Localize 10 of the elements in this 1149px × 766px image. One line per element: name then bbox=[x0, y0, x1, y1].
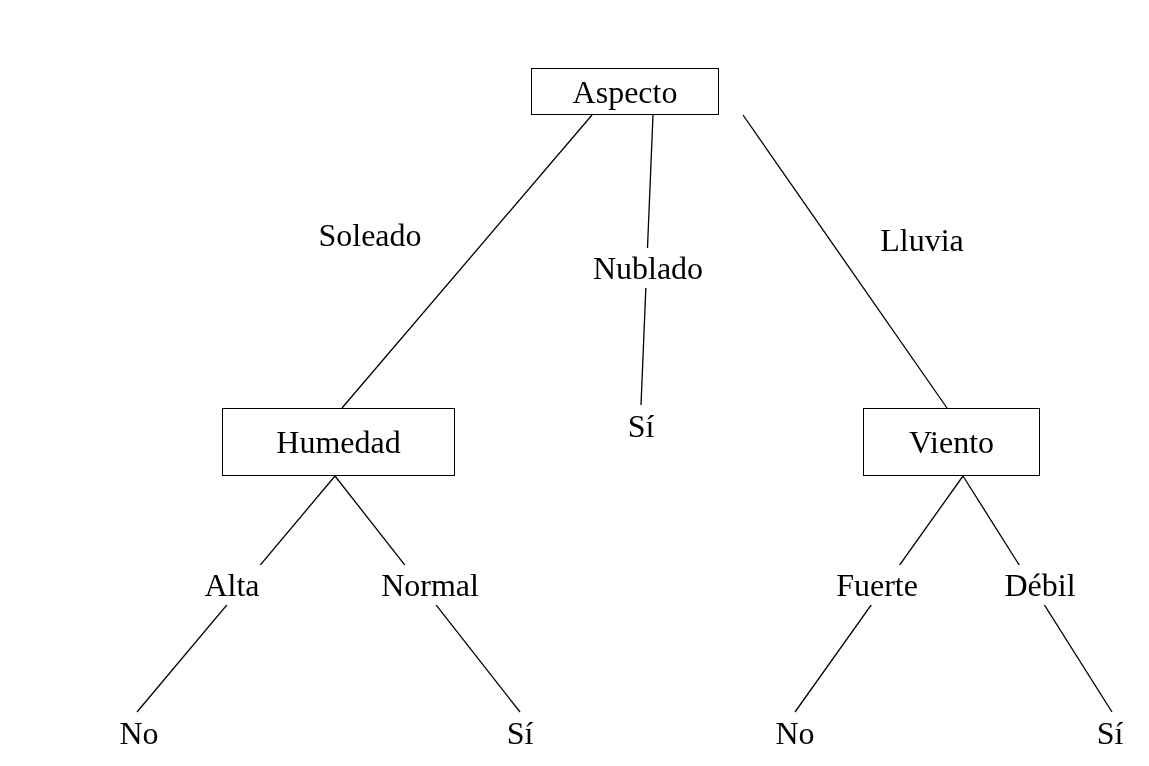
connector-line bbox=[341, 114, 593, 409]
connector-line bbox=[742, 114, 948, 409]
leaf-label: Sí bbox=[1082, 712, 1138, 754]
leaf-label: No bbox=[764, 712, 826, 754]
decision-box: Aspecto bbox=[531, 68, 719, 115]
leaf-label: Sí bbox=[492, 712, 548, 754]
decision-box: Viento bbox=[863, 408, 1040, 476]
decision-box: Humedad bbox=[222, 408, 455, 476]
leaf-label: Sí bbox=[612, 405, 670, 447]
leaf-label: No bbox=[108, 712, 170, 754]
